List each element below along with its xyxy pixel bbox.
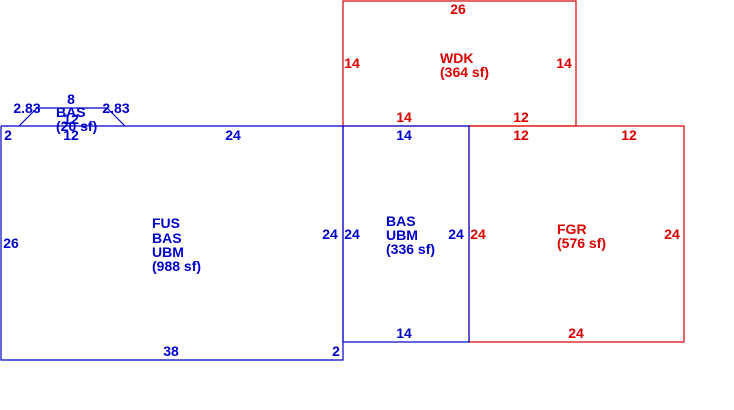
wdk-top-dimension: 26: [450, 1, 466, 17]
addition-area-label: BAS UBM (336 sf): [386, 213, 435, 257]
main-left-top-dimension: 2: [4, 127, 12, 143]
garage-area-label: FGR (576 sf): [557, 221, 606, 251]
wdk-left-dimension: 14: [344, 55, 360, 71]
wood-deck-area-label: WDK (364 sf): [440, 50, 489, 80]
fgr-top-right-dimension: 12: [621, 127, 637, 143]
fgr-right-dimension: 24: [664, 226, 680, 242]
main-house-outline: [0, 125, 344, 361]
fgr-top-left-dimension: 12: [513, 127, 529, 143]
addition-left-dimension: 24: [344, 226, 360, 242]
wdk-right-dimension: 14: [556, 55, 572, 71]
main-right-dimension: 24: [322, 226, 338, 242]
addition-bottom-dimension: 14: [396, 325, 412, 341]
bay-mid-dimension: 12: [63, 111, 79, 127]
bay-right-dimension: 2.83: [102, 100, 129, 116]
wdk-bottom-right-dimension: 12: [513, 109, 529, 125]
main-right-bottom-dimension: 2: [332, 343, 340, 359]
bay-base-dimension: 12: [63, 127, 79, 143]
main-area-label: FUS BAS UBM (988 sf): [152, 215, 201, 274]
addition-top-dimension: 14: [396, 127, 412, 143]
bay-left-dimension: 2.83: [13, 100, 40, 116]
fgr-bottom-dimension: 24: [568, 325, 584, 341]
main-bottom-dimension: 38: [163, 343, 179, 359]
fgr-left-dimension: 24: [470, 226, 486, 242]
bay-window-area-label: BAS (20 sf): [56, 104, 97, 134]
bay-top-dimension: 8: [67, 91, 75, 107]
addition-right-dimension: 24: [448, 226, 464, 242]
addition-outline: [342, 125, 470, 343]
main-left-dimension: 26: [3, 235, 19, 251]
bay-window-outline: [18, 107, 126, 127]
main-top-dimension: 24: [225, 127, 241, 143]
wdk-bottom-left-dimension: 14: [396, 109, 412, 125]
